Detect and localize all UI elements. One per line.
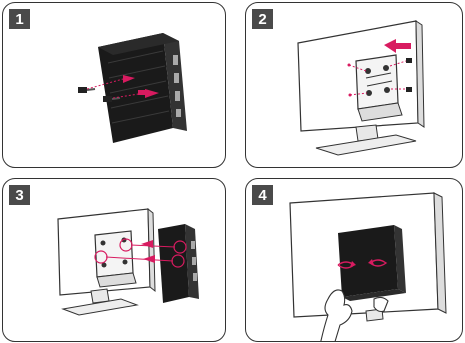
step-panel-3: 3: [2, 178, 226, 342]
vesa-bracket: [356, 55, 398, 109]
step-panel-1: 1: [2, 2, 226, 168]
mini-pc-body: [338, 225, 398, 297]
monitor-stand: [91, 289, 109, 303]
step-2-illustration: [246, 3, 463, 168]
step-panel-4: 4: [245, 178, 463, 342]
step-3-illustration: [3, 179, 226, 342]
step-panel-2: 2: [245, 2, 463, 168]
step-4-illustration: [246, 179, 463, 342]
vesa-bracket: [95, 231, 133, 277]
step-1-illustration: [3, 3, 226, 168]
mini-pc-body: [158, 224, 189, 303]
